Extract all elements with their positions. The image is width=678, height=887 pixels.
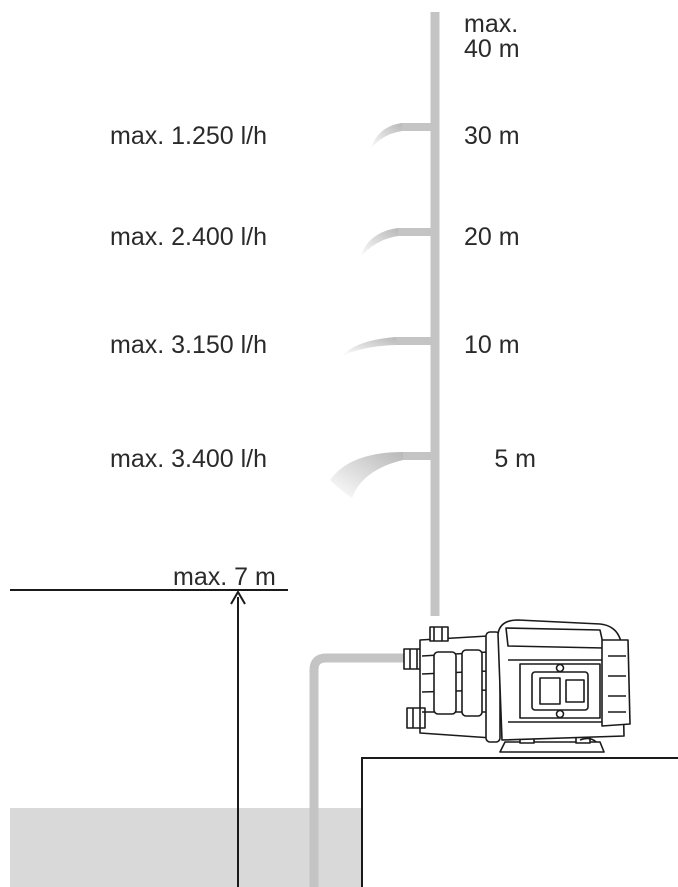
max-delivery-height-line1: max.: [464, 10, 519, 38]
water-jet-30m: [370, 123, 402, 150]
flow-rate-10m: max. 3.150 l/h: [110, 331, 268, 359]
water-jet-20m: [360, 228, 398, 258]
water-body: [10, 808, 362, 887]
garden-pump: [403, 619, 631, 753]
suction-hose: [309, 653, 406, 887]
flow-rate-30m: max. 1.250 l/h: [110, 122, 268, 150]
water-jet-5m: [330, 452, 403, 498]
arrow-head: [230, 590, 246, 605]
max-suction-height-label: max. 7 m: [173, 563, 276, 591]
water-jet-10m: [342, 337, 396, 356]
height-20m: 20 m: [464, 223, 520, 251]
height-5m: 5 m: [494, 445, 536, 473]
flow-rate-5m: max. 3.400 l/h: [110, 445, 268, 473]
max-delivery-height-label: max. 40 m: [464, 12, 520, 62]
height-10m: 10 m: [464, 331, 520, 359]
pump-shelf: [361, 757, 678, 887]
flow-rate-20m: max. 2.400 l/h: [110, 223, 268, 251]
max-delivery-height-line2: 40 m: [464, 35, 520, 63]
height-30m: 30 m: [464, 122, 520, 150]
